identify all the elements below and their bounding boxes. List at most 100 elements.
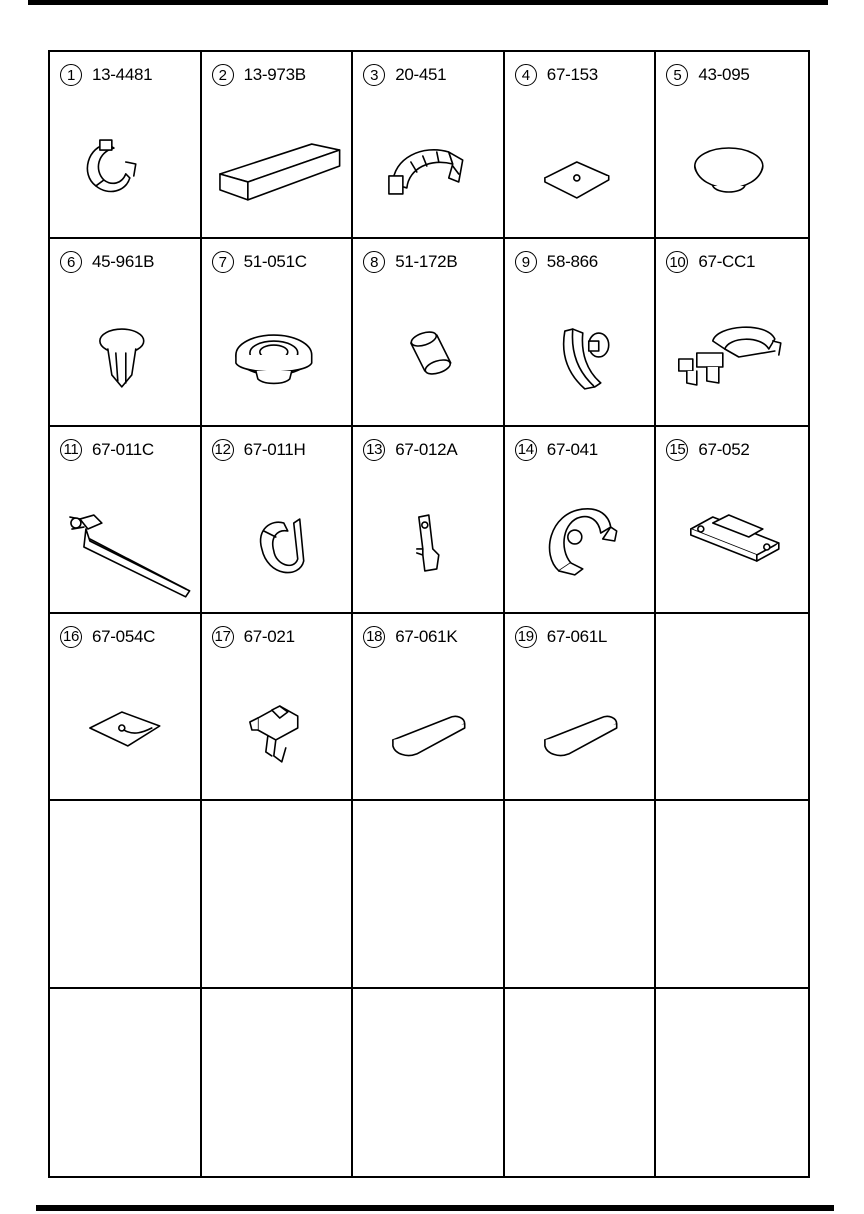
hose-clamp-icon — [353, 104, 503, 224]
part-label: 8 51-172B — [363, 251, 458, 274]
part-number: 5 — [666, 64, 689, 86]
wire-clip-icon — [50, 104, 200, 224]
part-cell-11: 11 67-011C — [50, 426, 202, 614]
bottom-rule — [36, 1205, 834, 1211]
part-code: 43-095 — [698, 65, 750, 84]
part-label: 12 67-011H — [211, 438, 306, 461]
empty-cell — [353, 801, 505, 989]
part-label: 9 58-866 — [514, 251, 598, 274]
part-code: 51-172B — [395, 252, 458, 272]
part-code: 58-866 — [546, 252, 598, 272]
part-cell-8: 8 51-172B — [353, 239, 505, 427]
spring-clip-icon — [202, 479, 352, 599]
part-number: 4 — [514, 64, 537, 86]
part-label: 1 13-4481 — [60, 64, 153, 86]
part-cell-5: 5 43-095 — [656, 52, 808, 240]
empty-cell — [50, 988, 202, 1176]
part-code: 67-054C — [92, 626, 156, 646]
part-code: 67-041 — [546, 439, 598, 459]
part-number: 9 — [514, 251, 537, 274]
empty-cell — [505, 988, 657, 1176]
part-cell-14: 14 67-041 — [504, 426, 657, 614]
snap-clip-icon — [202, 666, 352, 786]
part-number: 11 — [60, 438, 82, 461]
part-number: 16 — [60, 625, 82, 648]
foam-block-icon — [202, 104, 352, 224]
part-number: 18 — [363, 625, 386, 648]
bracket-icon — [656, 479, 808, 599]
empty-cell — [504, 801, 657, 989]
part-cell-3: 3 20-451 — [353, 52, 505, 240]
part-cell-10: 10 67-CC1 — [656, 239, 808, 427]
part-label: 13 67-012A — [363, 438, 458, 461]
part-number: 17 — [211, 625, 234, 648]
grommet-icon — [202, 291, 352, 411]
empty-cell — [201, 801, 354, 989]
empty-cell — [656, 614, 808, 802]
small-clip-icon — [353, 479, 503, 599]
part-label: 3 20-451 — [363, 64, 447, 86]
part-code: 67-CC1 — [698, 252, 756, 272]
part-code: 20-451 — [395, 65, 447, 84]
part-code: 67-011C — [92, 439, 154, 459]
part-label: 14 67-041 — [514, 438, 598, 461]
cable-tie-icon — [50, 479, 200, 599]
rounded-pad-icon — [353, 666, 503, 786]
part-label: 17 67-021 — [211, 625, 295, 648]
part-code: 67-061K — [395, 626, 458, 646]
part-number: 3 — [363, 64, 386, 86]
part-number: 13 — [363, 438, 386, 461]
part-code: 51-051C — [243, 252, 307, 272]
hook-clamp-icon — [505, 479, 655, 599]
part-label: 15 67-052 — [666, 438, 750, 461]
part-code: 67-052 — [698, 439, 750, 459]
plug-cap-icon — [656, 104, 808, 224]
part-code: 13-4481 — [92, 65, 153, 84]
part-label: 7 51-051C — [211, 251, 307, 274]
part-code: 13-973B — [243, 65, 306, 84]
part-code: 67-153 — [546, 65, 598, 84]
push-rivet-icon — [50, 291, 200, 411]
rounded-pad-icon — [505, 666, 655, 786]
part-label: 19 67-061L — [514, 625, 607, 648]
part-code: 67-011H — [243, 439, 306, 459]
part-code: 67-012A — [395, 439, 458, 459]
empty-cell — [656, 801, 808, 989]
part-number: 14 — [514, 438, 537, 461]
part-cell-7: 7 51-051C — [201, 239, 354, 427]
part-label: 2 13-973B — [211, 64, 306, 86]
part-label: 5 43-095 — [666, 64, 750, 86]
part-number: 8 — [363, 251, 386, 274]
part-number: 10 — [666, 251, 689, 274]
part-number: 1 — [60, 64, 82, 86]
part-code: 45-961B — [92, 252, 155, 272]
part-label: 16 67-054C — [60, 625, 156, 648]
empty-cell — [202, 988, 354, 1176]
square-pad-icon — [505, 104, 655, 224]
part-cell-19: 19 67-061L — [504, 613, 657, 802]
part-cell-18: 18 67-061K — [353, 613, 505, 802]
empty-cell — [656, 989, 808, 1176]
empty-cell — [353, 988, 505, 1176]
harness-clip-icon — [505, 291, 655, 411]
part-label: 18 67-061K — [363, 625, 458, 648]
part-cell-2: 2 13-973B — [201, 52, 354, 240]
part-cell-9: 9 58-866 — [504, 239, 657, 427]
part-number: 6 — [60, 251, 82, 274]
part-number: 19 — [514, 625, 537, 648]
part-cell-17: 17 67-021 — [201, 613, 354, 802]
part-number: 15 — [666, 438, 689, 461]
part-number: 7 — [211, 251, 234, 274]
top-rule — [28, 0, 828, 5]
part-label: 4 67-153 — [514, 64, 598, 86]
part-cell-15: 15 67-052 — [656, 427, 808, 614]
part-cell-4: 4 67-153 — [504, 52, 657, 240]
part-code: 67-021 — [243, 626, 295, 646]
part-cell-1: 1 13-4481 — [50, 52, 202, 240]
part-number: 2 — [211, 64, 234, 86]
part-number: 12 — [211, 438, 234, 461]
part-cell-16: 16 67-054C — [50, 613, 202, 802]
flat-pad-icon — [50, 666, 200, 786]
part-label: 6 45-961B — [60, 251, 155, 274]
part-cell-12: 12 67-011H — [201, 426, 354, 614]
